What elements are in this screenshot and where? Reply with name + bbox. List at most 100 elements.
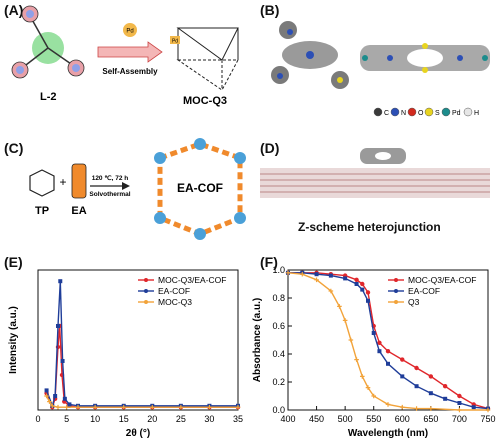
x-tick-label: 450 [309, 414, 324, 424]
series-line-0 [288, 272, 489, 410]
y-tick-label: 0.0 [272, 405, 285, 415]
data-point [354, 282, 359, 286]
data-point [328, 288, 334, 294]
atom-legend-swatch-n [390, 107, 400, 117]
panel-c-scheme: TP + EA 120 ℃, 72 h Solvothermal EA-COF [29, 138, 246, 240]
data-point [49, 403, 55, 409]
data-point [75, 404, 81, 410]
series-line-0 [45, 325, 238, 410]
cage-on-surface [360, 148, 406, 164]
ligand-label: L-2 [40, 91, 57, 103]
series-line-1 [45, 281, 238, 409]
plot-frame [37, 269, 239, 411]
cage-schematic [176, 27, 239, 91]
data-point [385, 349, 391, 354]
data-point [377, 349, 382, 354]
atom-legend-label-n: N [401, 110, 406, 117]
legend-label: MOC-Q3/EA-COF [158, 275, 226, 285]
data-point [235, 404, 241, 410]
y-tick-label: 0.4 [272, 349, 285, 359]
data-point [365, 290, 371, 295]
data-point [64, 404, 69, 410]
panel-a: (A) L-2 Pd Self-Assembly Pd MOC-Q3 [0, 0, 250, 110]
data-point [428, 406, 434, 411]
data-point [44, 388, 49, 393]
panel-d-label: (D) [260, 140, 280, 156]
pd-icon [123, 23, 137, 37]
heterojunction-caption: Z-scheme heterojunction [298, 220, 441, 234]
y-tick-label: 0.6 [272, 321, 285, 331]
legend-label: Q3 [408, 297, 420, 307]
data-point [207, 404, 212, 410]
panel-e-label: (E) [4, 254, 23, 270]
atom-legend-swatch-o [407, 107, 417, 117]
data-point [178, 404, 184, 410]
panel-c: (C) TP + EA 120 ℃, 72 h Solvothermal EA-… [0, 138, 250, 248]
legend-marker [394, 278, 398, 282]
legend-label: MOC-Q3/EA-COF [408, 275, 476, 285]
x-tick-label: 550 [366, 414, 381, 424]
plot-frame [287, 269, 489, 411]
series-line-1 [288, 272, 489, 410]
legend-marker [144, 289, 148, 293]
data-point [371, 393, 377, 399]
data-point [354, 357, 359, 362]
data-point [337, 304, 342, 309]
svg-text:Self-Assembly: Self-Assembly [102, 67, 158, 76]
data-point [56, 324, 60, 328]
x-tick-label: 0 [35, 414, 40, 424]
cof-surface [260, 168, 490, 198]
ea-structure [71, 163, 87, 199]
data-point [443, 396, 448, 401]
legend-marker [394, 289, 398, 293]
data-point [385, 402, 391, 407]
data-point [55, 404, 61, 410]
data-point [428, 374, 434, 379]
data-point [485, 407, 491, 413]
data-point [457, 401, 462, 405]
y-axis-label: Absorbance (a.u.) [252, 298, 263, 382]
panel-a-label: (A) [4, 2, 24, 18]
data-point [414, 406, 419, 411]
data-point [359, 374, 365, 379]
panel-c-label: (C) [4, 140, 24, 156]
cage-model [360, 43, 490, 73]
tp-label: TP [35, 205, 49, 217]
data-point [58, 279, 63, 284]
atom-legend-label-o: O [418, 110, 424, 117]
cof-framework [154, 138, 246, 240]
atom-legend-swatch-pd [441, 107, 451, 117]
panel-a-scheme: L-2 Pd Self-Assembly Pd MOC-Q3 [11, 5, 239, 107]
data-point [299, 271, 305, 277]
cof-label: EA-COF [177, 181, 223, 195]
data-point [399, 404, 405, 410]
panel-f-label: (F) [260, 254, 278, 270]
panel-d: (D) Z-scheme heterojunction [250, 138, 500, 248]
data-point [62, 396, 67, 401]
atom-legend-label-s: S [435, 110, 440, 117]
legend-label: EA-COF [158, 286, 190, 296]
x-tick-label: 15 [119, 414, 129, 424]
x-tick-label: 500 [338, 414, 353, 424]
data-point [314, 272, 319, 277]
data-point [360, 287, 365, 292]
x-tick-label: 750 [480, 414, 495, 424]
data-point [414, 384, 419, 389]
data-point [67, 402, 72, 407]
x-axis-label: Wavelength (nm) [348, 428, 428, 439]
y-tick-label: 0.8 [272, 293, 285, 303]
data-point [360, 281, 365, 287]
data-point [354, 277, 359, 282]
data-point [343, 276, 348, 281]
svg-text:Solvothermal: Solvothermal [89, 191, 130, 198]
legend-label: MOC-Q3 [158, 297, 192, 307]
data-point [342, 318, 348, 323]
data-point [121, 404, 127, 410]
atom-legend-label-pd: Pd [452, 110, 461, 117]
data-point [414, 365, 419, 371]
tp-structure [29, 169, 55, 197]
data-point [365, 385, 371, 390]
